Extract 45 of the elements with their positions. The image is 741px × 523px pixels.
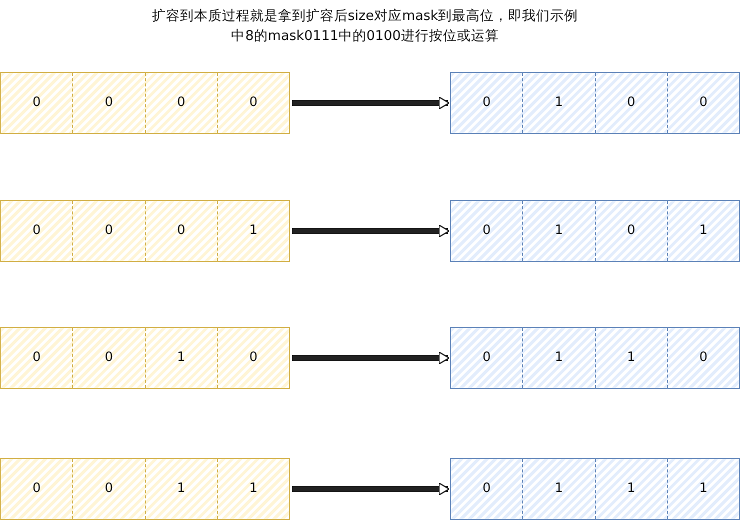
array-cell: 1 bbox=[666, 459, 739, 519]
array-cell: 0 bbox=[72, 73, 144, 133]
arrow bbox=[292, 96, 450, 110]
array-cell: 0 bbox=[72, 201, 144, 261]
array-cell: 0 bbox=[1, 201, 72, 261]
array-cell: 1 bbox=[594, 328, 667, 388]
array-cell: 0 bbox=[1, 459, 72, 519]
array-cell: 0 bbox=[451, 73, 522, 133]
array-cell: 0 bbox=[72, 328, 144, 388]
array-cell: 1 bbox=[522, 459, 594, 519]
title: 扩容到本质过程就是拿到扩容后size对应mask到最高位，即我们示例中8的mask0111中的0100进行按位或运算 bbox=[150, 7, 580, 46]
array-cell: 1 bbox=[144, 459, 217, 519]
array-bar bbox=[450, 72, 740, 134]
array-bar bbox=[450, 458, 740, 520]
array-cell: 0 bbox=[451, 201, 522, 261]
array-cell: 1 bbox=[216, 459, 289, 519]
array-cell: 0 bbox=[144, 201, 217, 261]
array-cell: 0 bbox=[216, 73, 289, 133]
array-cell: 0 bbox=[594, 201, 667, 261]
array-bar bbox=[450, 200, 740, 262]
array-bar bbox=[0, 327, 290, 389]
array-cell: 0 bbox=[451, 459, 522, 519]
arrow bbox=[292, 351, 450, 365]
array-bar bbox=[450, 327, 740, 389]
array-bar bbox=[0, 200, 290, 262]
array-cell: 1 bbox=[666, 201, 739, 261]
arrow bbox=[292, 224, 450, 238]
array-cell: 0 bbox=[72, 459, 144, 519]
array-cell: 1 bbox=[522, 328, 594, 388]
array-cell: 0 bbox=[1, 73, 72, 133]
array-cell: 1 bbox=[522, 73, 594, 133]
array-bar bbox=[0, 458, 290, 520]
array-cell: 0 bbox=[594, 73, 667, 133]
array-bar bbox=[0, 72, 290, 134]
array-cell: 1 bbox=[594, 459, 667, 519]
array-cell: 0 bbox=[666, 73, 739, 133]
array-cell: 1 bbox=[216, 201, 289, 261]
arrow bbox=[292, 482, 450, 496]
array-cell: 0 bbox=[216, 328, 289, 388]
array-cell: 0 bbox=[1, 328, 72, 388]
array-cell: 0 bbox=[144, 73, 217, 133]
array-cell: 1 bbox=[144, 328, 217, 388]
array-cell: 0 bbox=[666, 328, 739, 388]
array-cell: 0 bbox=[451, 328, 522, 388]
array-cell: 1 bbox=[522, 201, 594, 261]
